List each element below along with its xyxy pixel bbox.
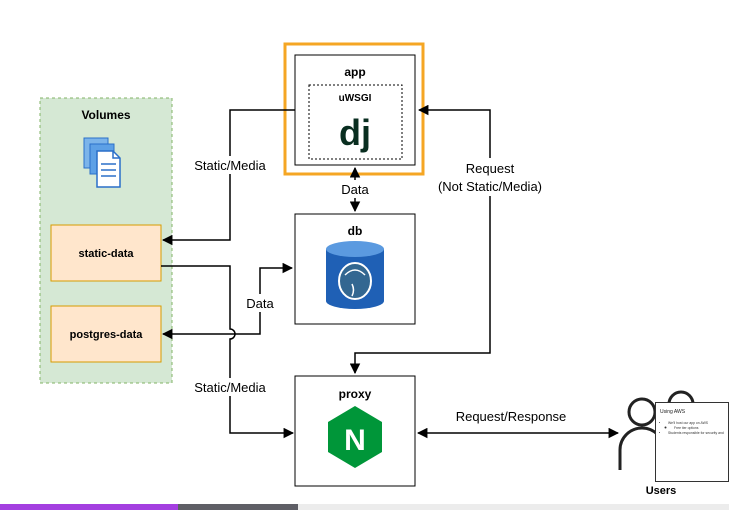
thumbnail-sub-bullet: Free tier options	[674, 426, 724, 431]
db-container: db	[294, 213, 416, 325]
edge-label-static-media-top: Static/Media	[194, 158, 266, 173]
thumbnail-title: Using AWS	[660, 409, 686, 415]
static-data-volume	[50, 224, 162, 282]
slide-thumbnail[interactable]: Using AWS We'll host our app on AWS Free…	[655, 402, 729, 482]
thumbnail-bullets: We'll host our app on AWS Free tier opti…	[660, 421, 724, 436]
postgres-data-volume	[50, 305, 162, 363]
django-icon: dj	[339, 112, 371, 153]
edge-label-request-response: Request/Response	[456, 409, 567, 424]
progress-bar-segment-gray	[178, 504, 298, 510]
postgres-data-label: postgres-data	[70, 329, 144, 341]
edge-static-proxy	[161, 265, 295, 439]
documents-icon	[83, 137, 121, 188]
static-data-label: static-data	[78, 248, 134, 260]
nginx-icon: N	[328, 406, 382, 468]
edge-label-data-db-volume: Data	[246, 296, 274, 311]
db-label: db	[348, 224, 363, 238]
edge-app-static	[161, 109, 295, 246]
edge-label-request: Request	[466, 161, 515, 176]
postgres-database-icon	[326, 241, 384, 309]
volumes-group: Volumes static-data postgres-data	[39, 97, 173, 384]
app-label: app	[344, 65, 365, 79]
app-container: app uWSGI dj	[283, 42, 425, 176]
uwsgi-label: uWSGI	[339, 93, 372, 104]
volumes-title: Volumes	[81, 108, 130, 122]
nginx-letter: N	[344, 424, 366, 457]
edge-label-not-static-media: (Not Static/Media)	[438, 179, 542, 194]
proxy-container: proxy N	[294, 375, 416, 487]
edge-label-static-media-bottom: Static/Media	[194, 380, 266, 395]
thumbnail-bullet: Students responsible for security and	[668, 431, 724, 436]
progress-bar-segment-purple	[0, 504, 178, 510]
thumbnail-bullet: We'll host our app on AWS	[668, 421, 724, 426]
progress-bar-track	[298, 504, 729, 510]
proxy-label: proxy	[339, 387, 372, 401]
edge-label-data-app-db: Data	[341, 182, 369, 197]
edge-proxy-app	[349, 104, 491, 375]
users-label: Users	[646, 485, 677, 497]
